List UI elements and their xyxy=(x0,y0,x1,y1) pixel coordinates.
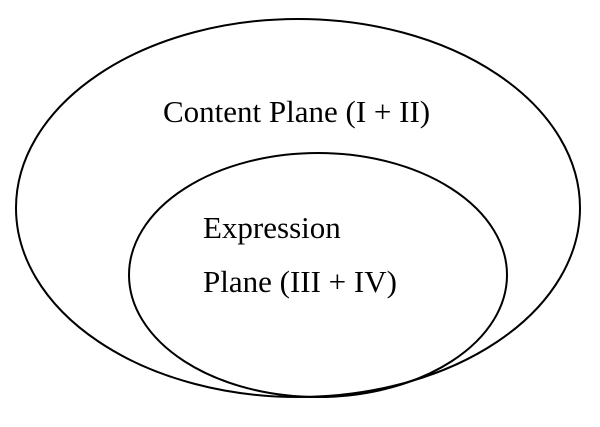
expression-plane-label-line1: Expression xyxy=(203,210,341,245)
content-plane-ellipse xyxy=(15,18,581,398)
expression-plane-ellipse xyxy=(128,152,508,398)
content-plane-label: Content Plane (I + II) xyxy=(163,94,430,129)
expression-plane-label-line2: Plane (III + IV) xyxy=(203,264,397,299)
